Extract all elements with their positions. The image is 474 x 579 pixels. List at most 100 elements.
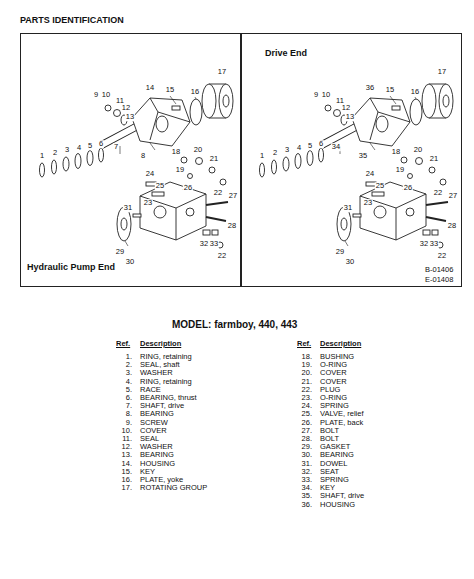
table-ref: 8.: [126, 410, 132, 418]
callout-number: 18: [391, 148, 401, 156]
table-description: BEARING: [140, 410, 174, 418]
callout-number: 14: [145, 84, 155, 92]
callout-number: 22: [217, 252, 227, 260]
callout-number: 22: [437, 252, 447, 260]
callout-number: 33: [429, 240, 439, 248]
table-ref: 30.: [302, 451, 312, 459]
callout-number: 32: [419, 240, 429, 248]
table-ref: 9.: [126, 419, 132, 427]
table-header: Description: [140, 340, 181, 348]
callout-number: 19: [175, 166, 185, 174]
table-description: RING, retaining: [140, 353, 192, 361]
table-ref: 28.: [302, 435, 312, 443]
callout-number: 30: [125, 258, 135, 266]
callout-number: 29: [335, 248, 345, 256]
callout-number: 1: [39, 152, 45, 160]
callout-number: 7: [113, 143, 119, 151]
page-title: PARTS IDENTIFICATION: [20, 15, 124, 25]
table-ref: 4.: [126, 378, 132, 386]
callout-number: 28: [227, 222, 237, 230]
table-ref: 1.: [126, 353, 132, 361]
table-ref: 20.: [302, 369, 312, 377]
panel-heading: Drive End: [265, 48, 307, 58]
table-ref: 23.: [302, 394, 312, 402]
table-description: PLATE, back: [320, 419, 363, 427]
callout-number: 22: [433, 189, 443, 197]
callout-number: 20: [193, 146, 203, 154]
callout-number: 8: [140, 152, 146, 160]
table-ref: 12.: [122, 443, 132, 451]
table-description: HOUSING: [320, 501, 355, 509]
table-ref: 11.: [122, 435, 132, 443]
callout-number: 21: [429, 155, 439, 163]
table-ref: 36.: [302, 501, 312, 509]
table-description: PLATE, yoke: [140, 476, 183, 484]
table-description: SEAL: [140, 435, 159, 443]
table-description: WASHER: [140, 369, 173, 377]
table-ref: 31.: [302, 460, 312, 468]
table-ref: 25.: [302, 410, 312, 418]
callout-number: 10: [321, 91, 331, 99]
table-ref: 6.: [126, 394, 132, 402]
callout-number: 25: [155, 182, 165, 190]
callout-number: 2: [52, 149, 58, 157]
table-ref: 29.: [302, 443, 312, 451]
callout-number: 24: [145, 170, 155, 178]
callout-number: 10: [101, 91, 111, 99]
table-description: SEAT: [320, 468, 339, 476]
table-ref: 13.: [122, 451, 132, 459]
table-description: BEARING: [320, 451, 354, 459]
callout-number: 5: [87, 142, 93, 150]
table-header: Description: [320, 340, 361, 348]
table-description: SHAFT, drive: [140, 402, 184, 410]
table-description: WASHER: [140, 443, 173, 451]
callout-number: 2: [272, 149, 278, 157]
callout-number: 26: [403, 184, 413, 192]
table-description: BEARING: [140, 451, 174, 459]
table-description: KEY: [140, 468, 155, 476]
callout-number: 5: [307, 142, 313, 150]
table-description: SPRING: [320, 402, 349, 410]
callout-number: 30: [345, 258, 355, 266]
table-ref: 16.: [122, 476, 132, 484]
callout-number: 36: [365, 84, 375, 92]
table-description: BUSHING: [320, 353, 354, 361]
table-ref: 24.: [302, 402, 312, 410]
callout-number: 35: [358, 152, 368, 160]
callout-number: 18: [171, 148, 181, 156]
table-ref: 5.: [126, 386, 132, 394]
table-header: Ref.: [297, 340, 311, 348]
callout-number: 6: [98, 140, 104, 148]
callout-number: 31: [343, 204, 353, 212]
callout-number: 15: [165, 86, 175, 94]
callout-number: 28: [447, 222, 457, 230]
table-ref: 21.: [302, 378, 312, 386]
model-line: MODEL: farmboy, 440, 443: [172, 320, 297, 330]
table-description: SEAL, shaft: [140, 361, 180, 369]
callout-number: 33: [209, 240, 219, 248]
table-ref: 19.: [302, 361, 312, 369]
callout-number: 4: [296, 144, 302, 152]
callout-number: 16: [190, 88, 200, 96]
callout-number: 17: [437, 68, 447, 76]
callout-number: 1: [259, 152, 265, 160]
callout-number: 27: [448, 192, 458, 200]
callout-number: 13: [125, 113, 135, 121]
table-description: KEY: [320, 484, 335, 492]
table-description: BOLT: [320, 427, 339, 435]
table-ref: 35.: [302, 492, 312, 500]
callout-number: 3: [284, 146, 290, 154]
callout-number: 34: [331, 143, 341, 151]
table-description: VALVE, relief: [320, 410, 364, 418]
callout-number: 31: [123, 204, 133, 212]
callout-number: 15: [385, 86, 395, 94]
table-ref: 14.: [122, 460, 132, 468]
table-description: COVER: [320, 369, 347, 377]
callout-number: 9: [93, 91, 99, 99]
callout-number: 4: [76, 144, 82, 152]
callout-number: 29: [115, 248, 125, 256]
callout-number: 27: [228, 192, 238, 200]
table-ref: 27.: [302, 427, 312, 435]
table-description: SHAFT, drive: [320, 492, 364, 500]
